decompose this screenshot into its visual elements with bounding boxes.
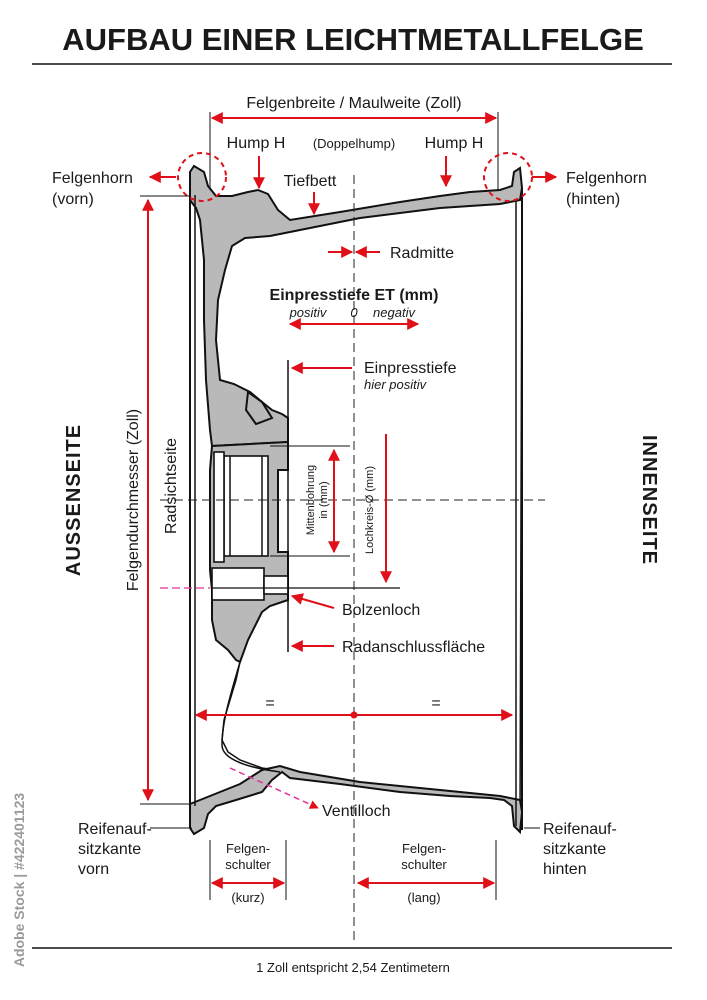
bead-seat-rear-1: Reifenauf- [543, 821, 617, 838]
bead-seat-front-2: sitzkante [78, 841, 141, 858]
valve-hole-label: Ventilloch [322, 803, 391, 820]
pcd-label: Lochkreis-Ø (mm) [364, 466, 376, 554]
footer-note: 1 Zoll entspricht 2,54 Zentimetern [256, 960, 450, 975]
mounting-face-label: Radanschlussfläche [342, 639, 485, 656]
bolt-hole-outer [211, 567, 265, 601]
shoulder-short-3: (kurz) [231, 890, 264, 905]
shoulder-long-1: Felgen- [402, 841, 446, 856]
equal-left: = [265, 695, 274, 712]
bolt-hole-label: Bolzenloch [342, 602, 420, 619]
rim-width-label: Felgenbreite / Maulweite (Zoll) [246, 95, 461, 112]
outer-side-label: AUSSENSEITE [63, 424, 85, 576]
offset-title: Einpresstiefe ET (mm) [270, 287, 439, 304]
offset-here-label: Einpresstiefe [364, 360, 457, 377]
rim-flange-rear-sub: (hinten) [566, 191, 620, 208]
offset-negative-label: negativ [373, 305, 416, 320]
inner-side-label: INNENSEITE [638, 435, 660, 565]
rim-flange-front-marker [177, 152, 227, 202]
shoulder-long-3: (lang) [407, 890, 440, 905]
bead-seat-rear-2: sitzkante [543, 841, 606, 858]
page-title: AUFBAU EINER LEICHTMETALLFELGE [62, 22, 644, 57]
equal-right: = [431, 695, 440, 712]
bore-label-sub: in (mm) [318, 481, 330, 518]
rim-profile-bottom [189, 764, 524, 836]
rim-inner-curve [221, 661, 281, 773]
wheel-center-label: Radmitte [390, 245, 454, 262]
bore-cap [213, 451, 225, 563]
stock-watermark: Adobe Stock | #422401123 [11, 793, 27, 968]
offset-zero-label: 0 [350, 305, 358, 320]
rim-flange-front-label: Felgenhorn [52, 170, 133, 187]
visible-side-label: Radsichtseite [163, 438, 180, 534]
offset-here-sub: hier positiv [364, 377, 428, 392]
equal-halves-centre [350, 711, 358, 719]
valve-hole-arrow [229, 767, 319, 809]
bolt-hole-arrow [290, 593, 335, 609]
rim-flange-rear-label: Felgenhorn [566, 170, 647, 187]
shoulder-long-2: schulter [401, 857, 447, 872]
double-hump-label: (Doppelhump) [313, 136, 395, 151]
bead-seat-rear-3: hinten [543, 861, 587, 878]
bolt-hole-inner [263, 575, 289, 595]
drop-center-label: Tiefbett [284, 173, 337, 190]
diameter-label: Felgendurchmesser (Zoll) [125, 409, 142, 591]
shoulder-short-2: schulter [225, 857, 271, 872]
bore-label: Mittenbohrung [305, 465, 317, 535]
centre-bore [223, 455, 269, 557]
shoulder-short-1: Felgen- [226, 841, 270, 856]
hump-right-label: Hump H [425, 135, 484, 152]
bead-seat-front-3: vorn [78, 861, 109, 878]
hump-left-label: Hump H [227, 135, 286, 152]
offset-positive-label: positiv [289, 305, 328, 320]
rim-flange-front-sub: (vorn) [52, 191, 94, 208]
bead-seat-front-1: Reifenauf- [78, 821, 152, 838]
rim-spoke-upper [244, 390, 274, 426]
